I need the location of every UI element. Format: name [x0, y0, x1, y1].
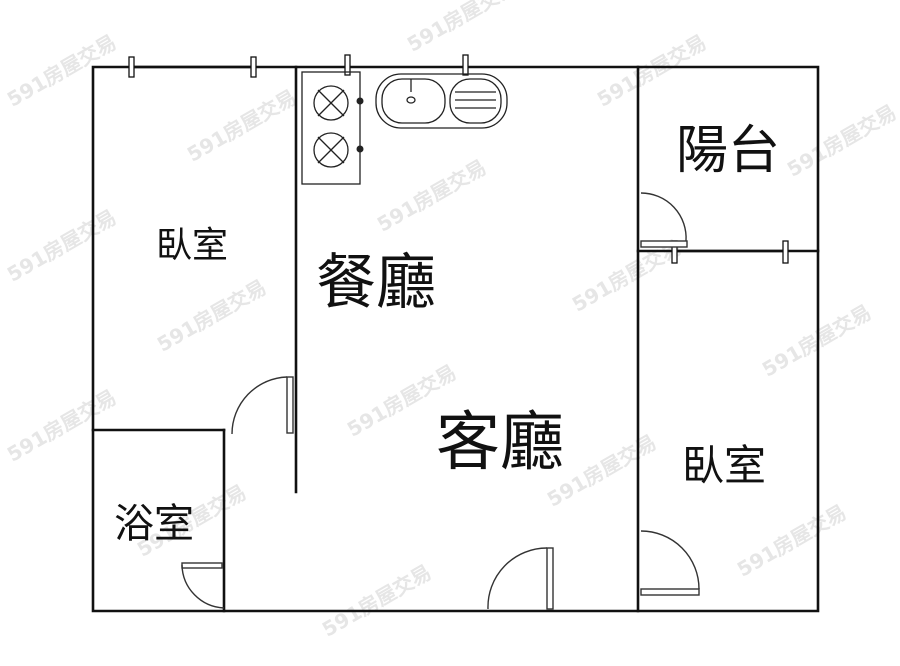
- room-label-dining: 餐廳: [316, 248, 436, 318]
- room-label-bathroom: 浴室: [114, 501, 194, 547]
- stove-icon: [301, 71, 361, 185]
- room-label-balcony: 陽台: [676, 121, 781, 181]
- room-label-living: 客廳: [436, 406, 564, 480]
- sink-icon: [375, 73, 508, 129]
- doors: [181, 192, 700, 610]
- room-label-bedroom-left: 臥室: [156, 225, 229, 266]
- room-label-bedroom-right: 臥室: [682, 441, 767, 490]
